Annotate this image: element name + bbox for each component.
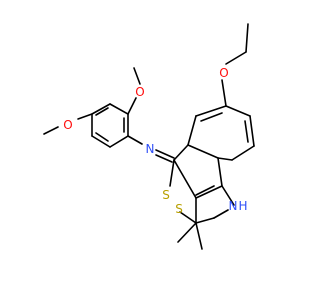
oxygen-atom-label: O (63, 118, 72, 132)
bond (91, 103, 111, 115)
sulfur-atom-label: S (162, 188, 170, 202)
bond (187, 115, 197, 146)
bond (91, 135, 111, 148)
bond (187, 144, 219, 159)
bond (217, 157, 223, 187)
bond (221, 79, 227, 107)
bond (95, 132, 109, 142)
bond (173, 159, 197, 199)
bond (127, 97, 137, 115)
bond (179, 211, 197, 224)
bond (169, 159, 175, 187)
oxygen-atom-label: O (135, 85, 144, 99)
bond (95, 107, 109, 116)
oxygen-atom-label: O (219, 66, 228, 80)
nitrogen-atom-label: N (146, 142, 155, 156)
bond (213, 209, 229, 219)
bond (173, 144, 189, 161)
bond (155, 149, 175, 159)
bond-lines (43, 23, 255, 250)
atom-labels: O O O N S S N H (63, 66, 247, 216)
bond (225, 51, 247, 65)
bond (195, 222, 203, 250)
bond (221, 185, 235, 206)
bond (245, 23, 249, 53)
bond (244, 120, 249, 143)
bond (77, 113, 93, 120)
bond (155, 154, 173, 163)
bond (225, 105, 251, 117)
bond (195, 185, 215, 196)
molecule-canvas: O O O N S S N H (43, 23, 255, 250)
nitrogen-atom-label: N (229, 199, 238, 213)
bond (177, 222, 197, 243)
bond (195, 185, 223, 199)
molecule-structure: O O O N S S N H (43, 23, 255, 250)
bond (195, 105, 227, 117)
bond (231, 145, 255, 161)
hydrogen-atom-label: H (238, 199, 247, 213)
bond (195, 217, 215, 224)
bond (133, 67, 141, 85)
sulfur-atom-label: S (175, 202, 183, 216)
bond (217, 157, 233, 161)
bond (249, 115, 255, 147)
bond (127, 135, 143, 145)
bond (200, 112, 223, 122)
bond (43, 126, 59, 135)
bond (109, 135, 129, 148)
bond (109, 103, 129, 115)
